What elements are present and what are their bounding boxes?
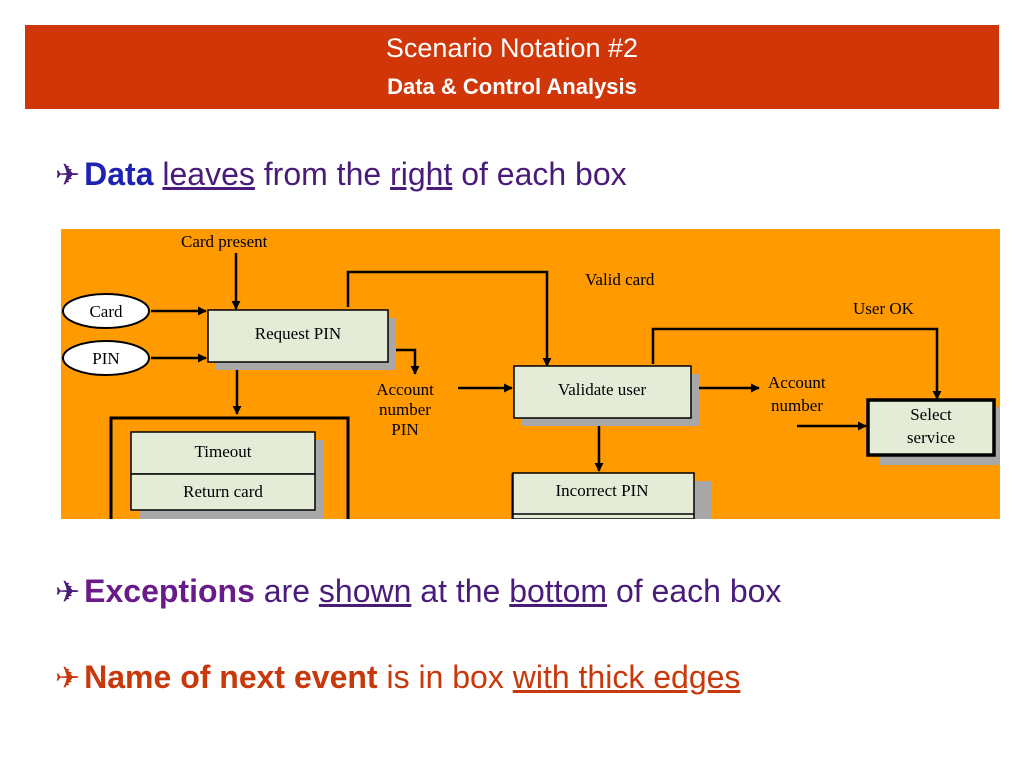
label-card-present: Card present <box>181 232 268 251</box>
bullet-underlined-text: leaves <box>162 156 255 192</box>
incorrect-pin-label: Incorrect PIN <box>556 481 649 500</box>
validate-user-label: Validate user <box>558 380 647 399</box>
label-account-line2: number <box>771 396 823 415</box>
slide-title: Scenario Notation #2 <box>385 33 639 63</box>
bullet-underlined-text: right <box>390 156 453 192</box>
bullet-text: of each box <box>461 156 627 192</box>
input-card <box>62 293 150 329</box>
bullet-text: is in box <box>386 659 504 695</box>
input-pin <box>62 340 150 376</box>
bullet-underlined-text: shown <box>318 573 412 609</box>
input-pin-label: PIN <box>92 349 119 368</box>
return-card-label: Return card <box>183 482 263 501</box>
bullet-data: ✈Data leaves from the right of each box <box>55 156 627 193</box>
bullet-text: of each box <box>615 573 782 609</box>
label-user-ok: User OK <box>853 299 915 318</box>
bullet-underlined-text: bottom <box>509 573 608 609</box>
arrow-account-pin-out <box>388 348 420 375</box>
title-bar: Scenario Notation #2 Data & Control Anal… <box>25 25 999 109</box>
bullet-text: at the <box>420 573 501 609</box>
timeout-box <box>130 431 316 475</box>
bullet-exceptions: ✈Exceptions are shown at the bottom of e… <box>55 573 781 610</box>
label-valid-card: Valid card <box>585 270 655 289</box>
label-account-pin-line1: Account <box>376 380 434 399</box>
select-service-label-line1: Select <box>910 405 952 424</box>
exception-frame-left <box>109 416 350 519</box>
validate-user-box <box>513 365 692 419</box>
bullet-text: from the <box>263 156 382 192</box>
select-service-box <box>866 398 996 457</box>
label-account-pin-line2: number <box>379 400 431 419</box>
plane-bullet-icon: ✈ <box>55 576 81 609</box>
label-account-pin-line3: PIN <box>391 420 418 439</box>
bullet-next-event: ✈Name of next event is in box with thick… <box>55 659 740 696</box>
slide-subtitle: Data & Control Analysis <box>387 74 637 99</box>
arrow-valid-card <box>346 270 552 367</box>
label-account-line1: Account <box>768 373 826 392</box>
bullet-text: are <box>263 573 310 609</box>
bullet-keyword: Exceptions <box>84 573 255 609</box>
bullet-keyword: Name of next event <box>84 659 378 695</box>
select-service-label-line2: service <box>907 428 955 447</box>
incorrect-pin-box <box>512 472 695 519</box>
request-pin-box <box>207 309 389 363</box>
request-pin-label: Request PIN <box>255 324 341 343</box>
return-card-box <box>130 473 316 511</box>
input-card-label: Card <box>89 302 123 321</box>
timeout-label: Timeout <box>194 442 251 461</box>
bullet-keyword: Data <box>84 156 154 192</box>
bullet-underlined-text: with thick edges <box>512 659 741 695</box>
arrow-user-ok <box>651 327 942 400</box>
plane-bullet-icon: ✈ <box>55 159 81 192</box>
scenario-diagram: Card PIN Request PIN Validate user Selec… <box>61 229 1000 519</box>
plane-bullet-icon: ✈ <box>55 662 81 695</box>
